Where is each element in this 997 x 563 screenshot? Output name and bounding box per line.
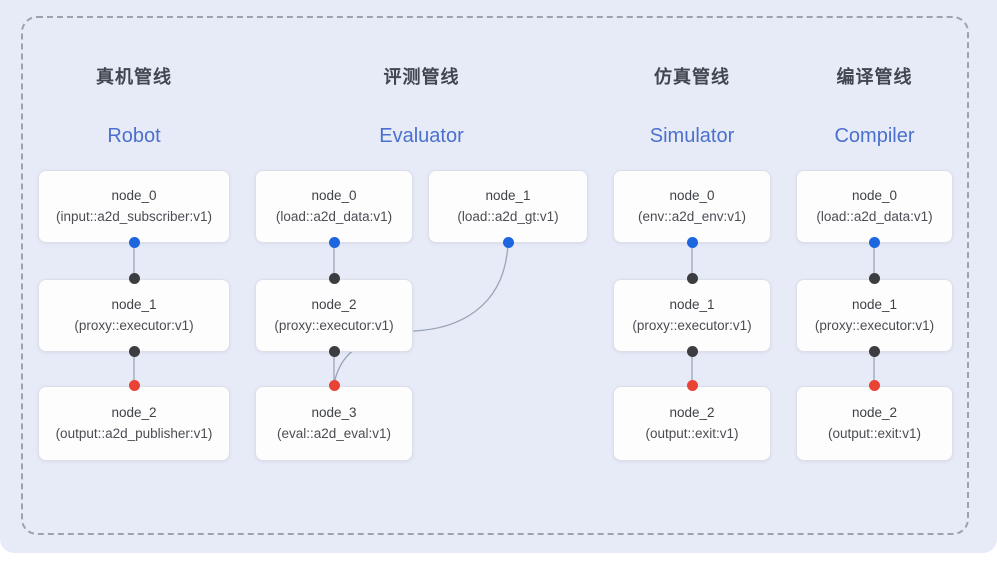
node-title: node_2 [669, 405, 715, 420]
node-card-evaluator-node2: node_2 (proxy::executor:v1) [255, 279, 413, 352]
output-port-dark-compiler-node1 [868, 346, 880, 357]
node-title: node_0 [851, 188, 898, 203]
output-port-blue-evaluator-node0 [328, 237, 340, 248]
input-port-red-evaluator-node3 [328, 380, 340, 391]
output-port-blue-robot-node0 [128, 237, 140, 248]
pipeline-title-en-robot: Robot [107, 125, 161, 147]
node-title: node_0 [311, 188, 357, 203]
pipeline-title-zh-simulator: 仿真管线 [654, 67, 730, 87]
node-impl-label: (output::exit:v1) [645, 426, 739, 441]
pipeline-title-zh-evaluator: 评测管线 [383, 67, 460, 87]
input-port-dark-simulator-node1 [686, 273, 698, 284]
node-impl-label: (eval::a2d_eval:v1) [276, 426, 392, 441]
node-title: node_0 [669, 188, 715, 203]
input-port-dark-compiler-node1 [868, 273, 880, 284]
node-card-robot-node0: node_0 (input::a2d_subscriber:v1) [38, 170, 230, 243]
node-impl-label: (output::a2d_publisher:v1) [55, 426, 213, 441]
node-impl-label: (load::a2d_data:v1) [816, 209, 933, 224]
output-port-blue-compiler-node0 [868, 237, 880, 248]
node-impl-label: (proxy::executor:v1) [632, 318, 752, 333]
node-card-evaluator-node1: node_1 (load::a2d_gt:v1) [428, 170, 588, 243]
pipeline-title-zh-compiler: 编译管线 [836, 67, 913, 87]
pipeline-title-zh-robot: 真机管线 [96, 67, 172, 87]
output-port-blue-evaluator-node1 [502, 237, 514, 248]
input-port-red-compiler-node2 [868, 380, 880, 391]
output-port-dark-simulator-node1 [686, 346, 698, 357]
node-card-compiler-node1: node_1 (proxy::executor:v1) [796, 279, 953, 352]
node-impl-label: (load::a2d_data:v1) [275, 209, 393, 224]
node-title: node_2 [111, 405, 157, 420]
node-title: node_2 [311, 297, 357, 312]
input-port-dark-evaluator-node2 [328, 273, 340, 284]
output-port-dark-robot-node1 [128, 346, 140, 357]
node-card-evaluator-node3: node_3 (eval::a2d_eval:v1) [255, 386, 413, 461]
node-title: node_2 [851, 405, 898, 420]
input-port-red-robot-node2 [128, 380, 140, 391]
pipeline-title-en-compiler: Compiler [834, 125, 915, 147]
dashed-border-frame [21, 16, 969, 535]
node-card-compiler-node2: node_2 (output::exit:v1) [796, 386, 953, 461]
node-card-simulator-node0: node_0 (env::a2d_env:v1) [613, 170, 771, 243]
input-port-red-simulator-node2 [686, 380, 698, 391]
node-impl-label: (input::a2d_subscriber:v1) [55, 209, 213, 224]
node-title: node_1 [851, 297, 898, 312]
node-title: node_1 [485, 188, 531, 203]
pipeline-title-en-simulator: Simulator [649, 125, 735, 147]
output-port-blue-simulator-node0 [686, 237, 698, 248]
node-title: node_3 [311, 405, 357, 420]
node-title: node_0 [111, 188, 157, 203]
node-impl-label: (output::exit:v1) [827, 426, 922, 441]
node-card-compiler-node0: node_0 (load::a2d_data:v1) [796, 170, 953, 243]
node-impl-label: (proxy::executor:v1) [274, 318, 394, 333]
node-card-simulator-node1: node_1 (proxy::executor:v1) [613, 279, 771, 352]
node-title: node_1 [669, 297, 715, 312]
node-card-evaluator-node0: node_0 (load::a2d_data:v1) [255, 170, 413, 243]
node-impl-label: (proxy::executor:v1) [74, 318, 194, 333]
node-impl-label: (env::a2d_env:v1) [637, 209, 747, 224]
output-port-dark-evaluator-node2 [328, 346, 340, 357]
node-impl-label: (proxy::executor:v1) [814, 318, 935, 333]
node-card-robot-node1: node_1 (proxy::executor:v1) [38, 279, 230, 352]
node-card-simulator-node2: node_2 (output::exit:v1) [613, 386, 771, 461]
node-title: node_1 [111, 297, 157, 312]
pipeline-title-en-evaluator: Evaluator [379, 125, 464, 147]
input-port-dark-robot-node1 [128, 273, 140, 284]
node-card-robot-node2: node_2 (output::a2d_publisher:v1) [38, 386, 230, 461]
node-impl-label: (load::a2d_gt:v1) [457, 209, 559, 224]
